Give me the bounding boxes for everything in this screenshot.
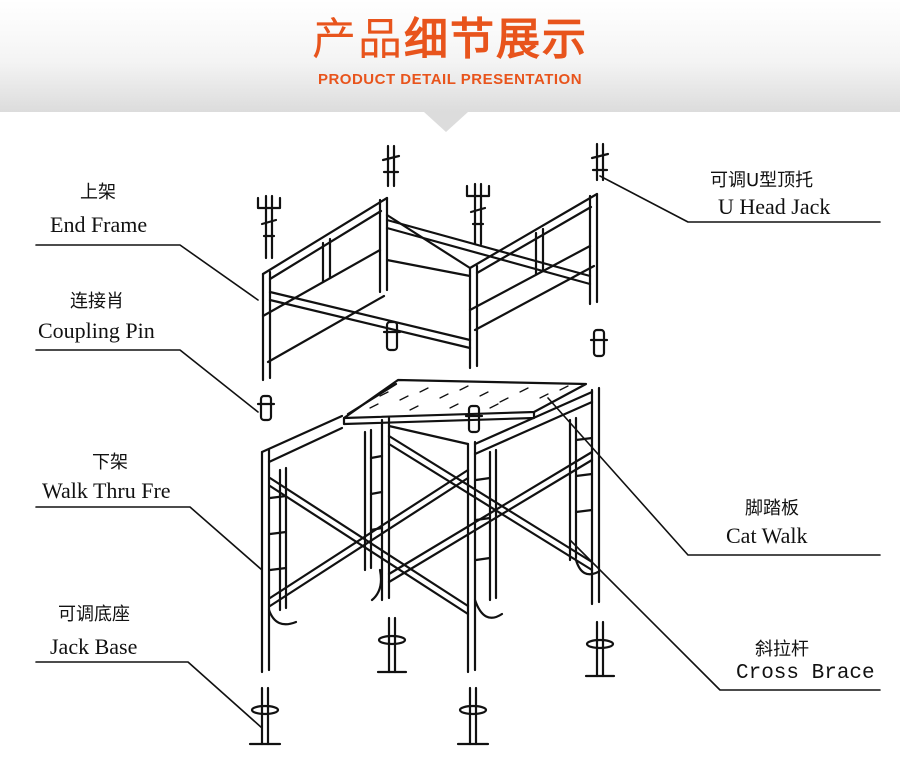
walk-thru-label-cn: 下架 xyxy=(92,452,128,473)
cat-walk xyxy=(342,378,588,426)
jack-bases xyxy=(248,616,616,746)
jack-base-label-cn: 可调底座 xyxy=(58,604,130,625)
cross-brace-label-cn: 斜拉杆 xyxy=(755,639,809,660)
walk-thru-label-en: Walk Thru Fre xyxy=(42,478,171,503)
jack-base-4 xyxy=(584,620,616,678)
title-part-2: 细节展示 xyxy=(404,14,588,65)
page-title: 产品细节展示 xyxy=(0,12,900,68)
lower-cross-braces xyxy=(268,434,594,616)
jack-base-label-en: Jack Base xyxy=(50,634,138,659)
u-head-jack-label-cn: 可调U型顶托 xyxy=(710,170,814,191)
jack-base-1 xyxy=(248,686,282,746)
cat-walk-label-en: Cat Walk xyxy=(726,523,808,548)
jack-base-3 xyxy=(456,686,490,746)
end-frame-label-cn: 上架 xyxy=(80,182,116,203)
upper-end-frame xyxy=(261,192,599,382)
upper-cross-braces xyxy=(268,218,592,350)
header-banner xyxy=(0,0,900,112)
jack-base-2 xyxy=(376,616,408,674)
lower-walk-thru-frame xyxy=(260,386,601,674)
page-subtitle: PRODUCT DETAIL PRESENTATION xyxy=(317,71,583,88)
cat-walk-label-cn: 脚踏板 xyxy=(745,498,799,519)
coupling-pin-label-cn: 连接肖 xyxy=(70,291,124,312)
u-head-jacks xyxy=(256,142,610,260)
u-jack-1 xyxy=(256,194,282,260)
u-jack-2 xyxy=(381,144,401,188)
title-part-1: 产品 xyxy=(312,14,404,65)
cross-brace-label-en: Cross Brace xyxy=(736,662,875,685)
header-notch xyxy=(424,112,468,132)
u-head-jack-label-en: U Head Jack xyxy=(718,194,831,219)
leader-lines xyxy=(35,175,881,729)
coupling-pin-label-en: Coupling Pin xyxy=(38,318,155,343)
u-jack-3 xyxy=(465,182,491,246)
end-frame-label-en: End Frame xyxy=(50,212,148,237)
u-jack-4 xyxy=(590,142,610,182)
